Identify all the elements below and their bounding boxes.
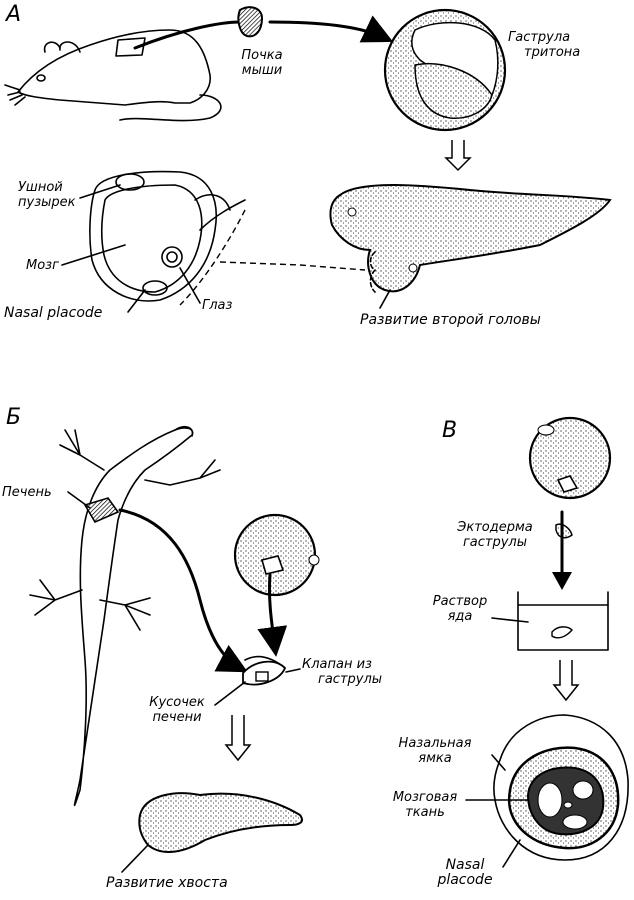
label-brain-tissue: Мозговая ткань (380, 790, 470, 820)
poison-beaker (517, 591, 609, 651)
label-line: Назальная (398, 736, 472, 751)
label-liver: Печень (2, 485, 52, 500)
label-line: гаструлы (462, 535, 528, 550)
kidney-transfer-arrow (133, 20, 242, 50)
newt-gastrula (383, 8, 507, 132)
leader-ear-vesicle (79, 184, 121, 199)
leader-liver (67, 491, 91, 509)
label-eye: Глаз (202, 298, 233, 313)
label-nasal-placode: Nasal placode (4, 305, 103, 321)
donor-gastrula-C (528, 416, 612, 500)
leader-poison (491, 617, 529, 623)
label-line: ткань (405, 805, 445, 820)
kidney-to-gastrula-arrow (268, 15, 394, 43)
leader-flap (285, 668, 301, 673)
kidney-shape (237, 6, 264, 38)
label-line: Ушной (18, 180, 63, 195)
panel-letter-C: В (442, 418, 458, 443)
label-line: ямка (418, 751, 452, 766)
panel-letter-A: А (6, 2, 22, 27)
label-gastrula-ectoderm: Эктодерма гаструлы (445, 520, 545, 550)
leader-nasal-placode (127, 289, 146, 313)
donor-gastrula-B (233, 513, 320, 597)
leader-liver-piece (214, 681, 246, 706)
label-line: Гаструла (508, 30, 571, 45)
flap-transfer-arrow (257, 573, 288, 657)
label-line: тритона (524, 45, 581, 60)
label-line: Почка (241, 48, 283, 63)
label-line: печени (152, 710, 202, 725)
label-line: Nasal (445, 857, 485, 873)
arrow-down-C2 (552, 660, 580, 702)
label-second-head: Развитие второй головы (360, 312, 541, 328)
leader-brain (61, 244, 126, 266)
leader-second-head (379, 289, 391, 309)
label-line: placode (437, 872, 493, 888)
label-line: Эктодерма (457, 520, 533, 535)
liver-transfer-arrow (118, 508, 248, 673)
arrow-down-A (444, 140, 472, 172)
label-line: гаструлы (318, 672, 383, 687)
newt-drawing (29, 425, 221, 806)
label-nasal-pit: Назальная ямка (380, 736, 490, 766)
arrow-down-C-head (552, 572, 572, 590)
leader-nasal-placode-C (502, 839, 521, 868)
label-line: яда (447, 609, 473, 624)
label-brain: Мозг (26, 258, 59, 273)
ectoderm-piece (555, 523, 573, 539)
section-with-brain-tissue (493, 714, 629, 861)
label-line: Раствор (432, 594, 488, 609)
label-mouse-kidney: Почка мыши (232, 48, 292, 78)
two-headed-larva (329, 184, 612, 293)
label-tail-development: Развитие хвоста (106, 875, 228, 891)
label-poison-solution: Раствор яда (420, 594, 500, 624)
mouse-drawing (4, 29, 222, 122)
label-nasal-placode-C: Nasal placode (420, 858, 510, 888)
label-line: Клапан из (302, 657, 372, 672)
label-gastrula-flap: Клапан из гаструлы (302, 657, 382, 687)
label-line: Кусочек (149, 695, 205, 710)
label-ear-vesicle: Ушной пузырек (18, 180, 75, 210)
head-section-drawing (89, 170, 376, 306)
label-line: Мозговая (392, 790, 458, 805)
leader-tail (121, 844, 149, 873)
label-liver-piece: Кусочек печени (142, 695, 212, 725)
tail-structure (138, 792, 303, 853)
leader-nasal-pit (491, 754, 506, 771)
label-line: мыши (241, 63, 283, 78)
label-newt-gastrula: Гаструла тритона (508, 30, 580, 60)
label-line: пузырек (18, 195, 76, 210)
arrow-down-B (224, 715, 252, 762)
panel-letter-B: Б (6, 405, 22, 430)
leader-eye (179, 267, 201, 304)
flap-with-liver-piece (242, 655, 287, 686)
